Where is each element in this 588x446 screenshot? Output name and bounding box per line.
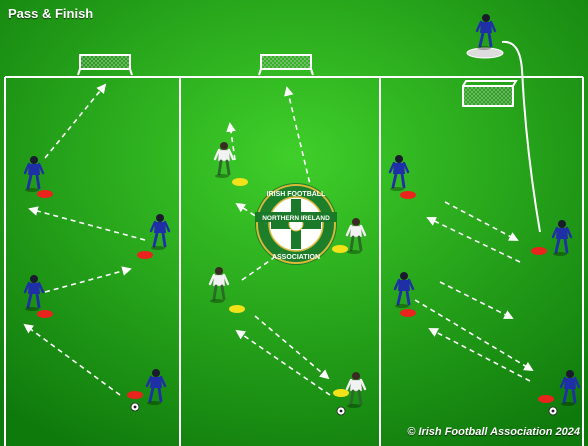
cone-icon: [400, 309, 416, 317]
pass-arrow: [44, 266, 132, 293]
pass-arrow: [28, 206, 146, 241]
ball-icon: [336, 406, 346, 416]
pass-arrow: [226, 122, 236, 161]
crest-middle-text: NORTHERN IRELAND: [262, 215, 330, 222]
pass-arrow: [44, 83, 107, 159]
balls: [130, 402, 558, 416]
pass-arrow: [254, 315, 330, 380]
cone-icon: [332, 245, 348, 253]
cone-icon: [538, 395, 554, 403]
pass-arrow: [428, 328, 531, 382]
goal-icon: [462, 80, 518, 107]
crest-icon: IRISH FOOTBALL NORTHERN IRELAND ASSOCIAT…: [255, 183, 337, 265]
cone-icon: [232, 178, 248, 186]
ball-icon: [130, 402, 140, 412]
pass-arrow: [426, 216, 521, 263]
cone-icon: [37, 190, 53, 198]
pass-arrow: [235, 329, 331, 396]
copyright-text: © Irish Football Association 2024: [407, 426, 580, 438]
pass-arrow: [439, 281, 514, 319]
cone-icon: [333, 389, 349, 397]
pass-arrow: [284, 86, 321, 227]
cone-icon: [229, 305, 245, 313]
cones: [37, 178, 554, 403]
pass-arrow: [444, 201, 519, 241]
cone-icon: [400, 191, 416, 199]
cone-icon: [127, 391, 143, 399]
crest-bottom-text: ASSOCIATION: [272, 254, 320, 261]
drill-title: Pass & Finish: [8, 6, 94, 21]
cone-icon: [37, 310, 53, 318]
crest-top-text: IRISH FOOTBALL: [267, 191, 326, 198]
cone-icon: [137, 251, 153, 259]
ball-icon: [548, 406, 558, 416]
pass-arrow: [414, 299, 534, 371]
pass-arrow: [23, 323, 121, 396]
keeper-movement-path: [501, 40, 541, 233]
cone-icon: [531, 247, 547, 255]
